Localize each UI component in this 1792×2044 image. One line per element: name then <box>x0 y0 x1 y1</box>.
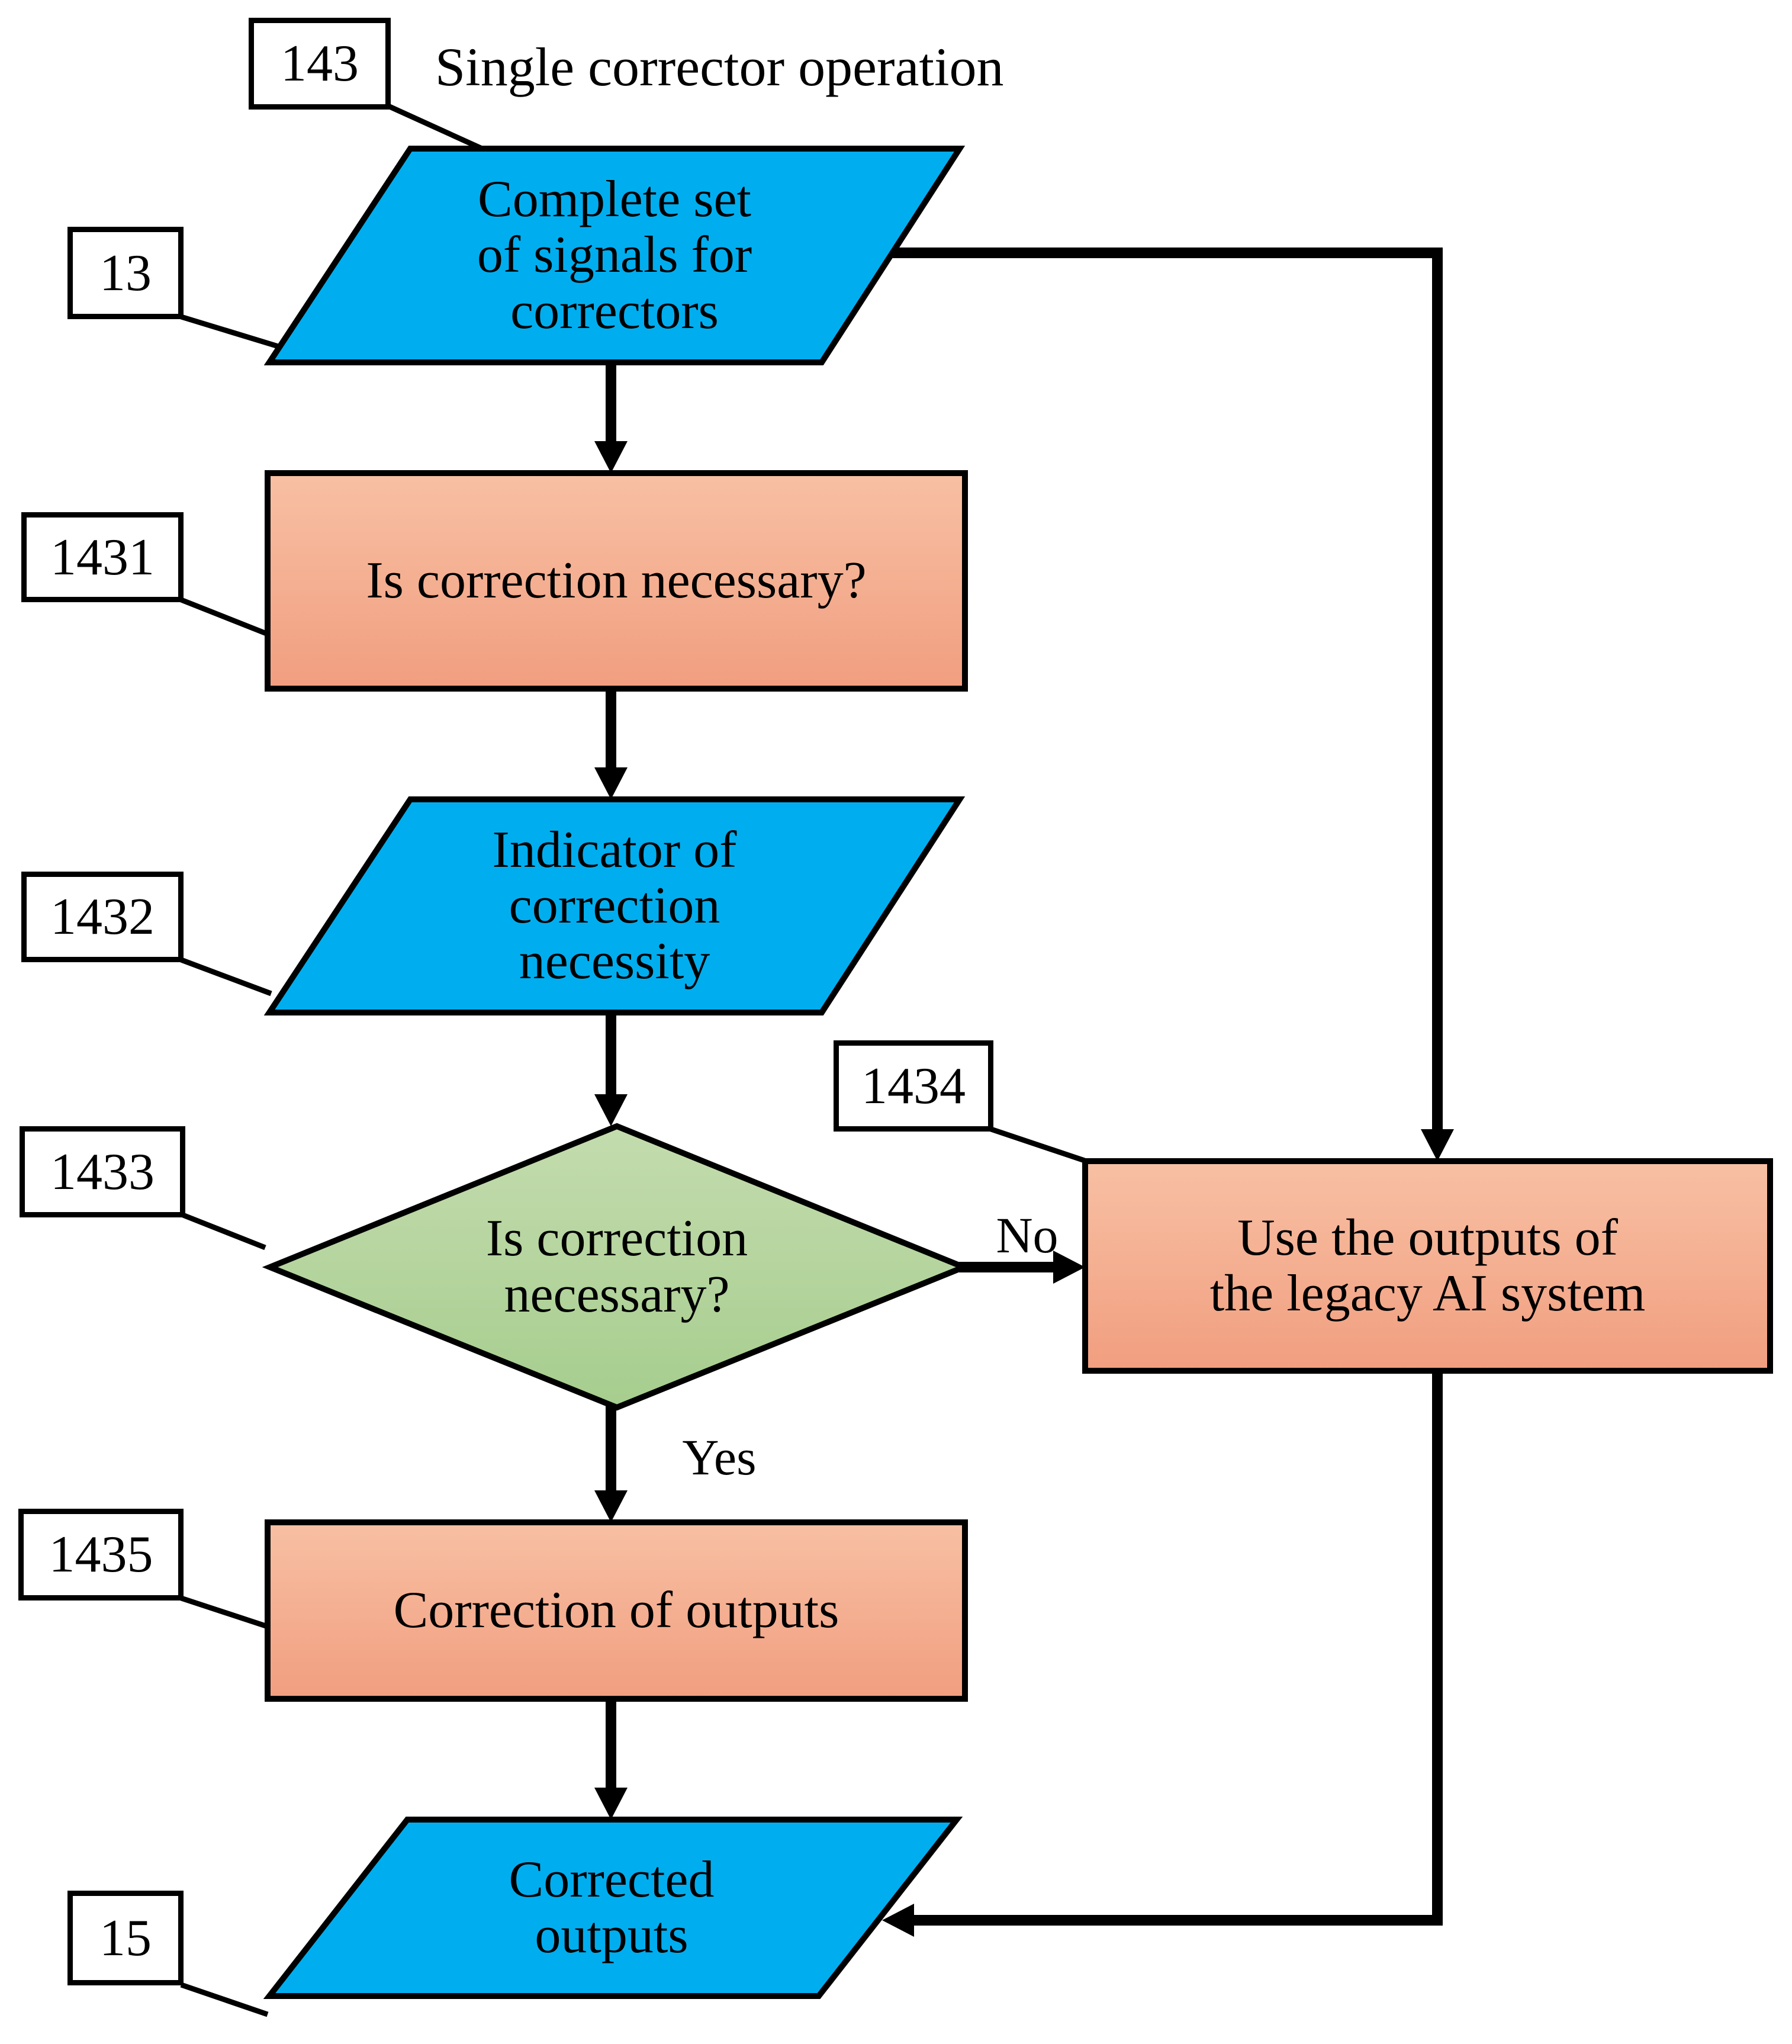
ref-box-1435-label: 1435 <box>49 1526 153 1583</box>
node-legacy-rect <box>1082 1158 1773 1374</box>
node-decision-text: Is correction necessary? <box>485 1210 748 1323</box>
callout-line-1432 <box>180 957 272 997</box>
ref-box-1431-label: 1431 <box>50 528 155 586</box>
node-signals-text: Complete set of signals for correctors <box>477 171 752 340</box>
arrowhead-check-to-indicator <box>594 767 628 799</box>
arrowhead-signals-to-check <box>594 441 628 473</box>
callout-line-15 <box>180 1982 269 2017</box>
node-correction-rect <box>265 1519 968 1702</box>
arrowhead-indicator-to-decision <box>594 1094 628 1126</box>
ref-box-1434: 1434 <box>834 1040 993 1132</box>
ref-box-1433-label: 1433 <box>50 1143 155 1201</box>
ref-box-1433: 1433 <box>20 1126 185 1217</box>
node-legacy-text: Use the outputs of the legacy AI system <box>1209 1209 1646 1322</box>
ref-box-13-label: 13 <box>99 244 152 302</box>
arrowhead-decision-yes <box>594 1490 628 1522</box>
node-corrected-parallelogram <box>263 1817 963 1999</box>
ref-box-15: 15 <box>67 1891 184 1985</box>
node-corrected-text: Corrected outputs <box>509 1850 715 1964</box>
node-decision-diamond <box>262 1123 972 1411</box>
node-check-necessity-rect <box>265 470 968 692</box>
ref-box-13: 13 <box>67 227 184 319</box>
node-signals-parallelogram <box>263 146 966 365</box>
ref-box-143: 143 <box>249 18 391 110</box>
ref-box-1432: 1432 <box>21 872 184 962</box>
callout-line-1431 <box>180 597 271 638</box>
edge-label-no: No <box>996 1206 1059 1264</box>
connector-legacy-to-corrected <box>914 1371 1443 1926</box>
ref-box-1435: 1435 <box>18 1509 184 1601</box>
arrowhead-correction-to-corrected <box>594 1788 628 1820</box>
connector-signals-to-legacy <box>893 248 1443 1129</box>
ref-box-1434-label: 1434 <box>861 1057 966 1115</box>
ref-box-1432-label: 1432 <box>50 888 155 946</box>
edge-label-yes: Yes <box>682 1428 757 1486</box>
arrowhead-into-corrected-right <box>882 1904 914 1937</box>
arrowhead-into-legacy-top <box>1421 1129 1454 1161</box>
callout-line-143 <box>388 104 482 151</box>
node-check-necessity-text: Is correction necessary? <box>366 551 867 609</box>
node-correction-text: Correction of outputs <box>393 1581 839 1639</box>
callout-line-1433 <box>182 1212 266 1251</box>
node-indicator-parallelogram <box>263 796 966 1015</box>
ref-box-143-label: 143 <box>281 35 359 92</box>
callout-line-1434 <box>990 1126 1086 1164</box>
node-indicator-text: Indicator of correction necessity <box>492 821 737 991</box>
ref-box-1431: 1431 <box>21 512 184 602</box>
arrowhead-decision-no <box>1053 1251 1085 1284</box>
diagram-title: Single corrector operation <box>435 36 1004 97</box>
callout-line-1435 <box>180 1595 271 1630</box>
callout-line-13 <box>180 314 279 349</box>
ref-box-15-label: 15 <box>99 1909 152 1967</box>
